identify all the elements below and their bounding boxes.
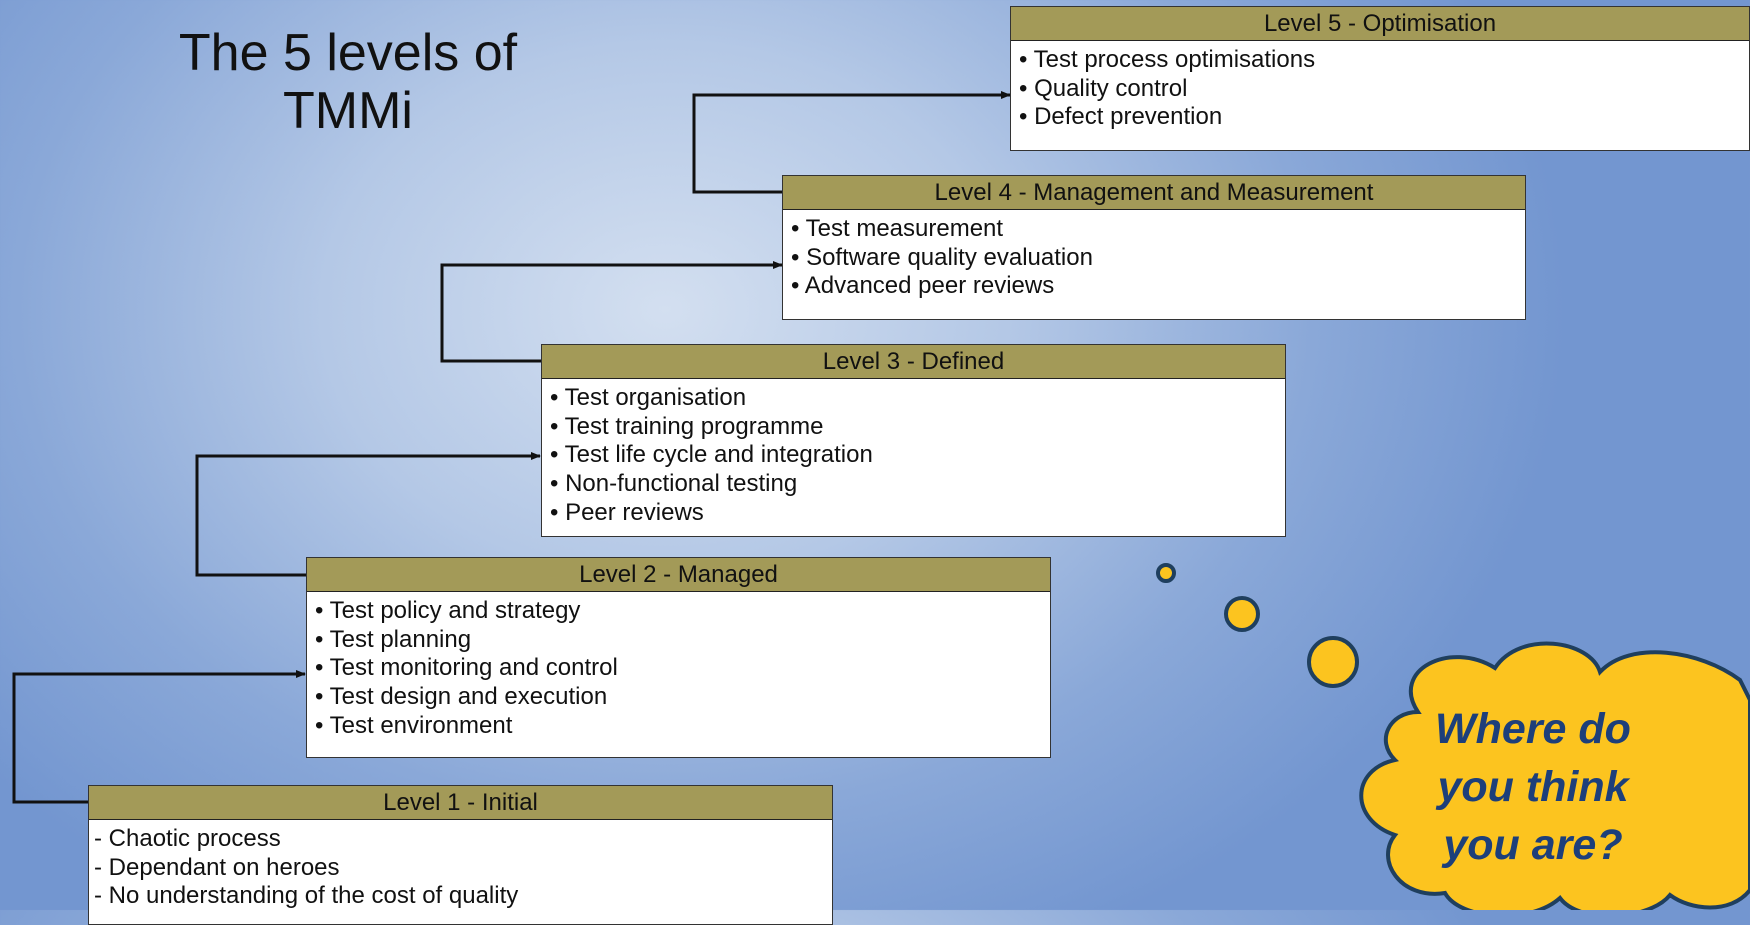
level-1-header: Level 1 - Initial	[89, 786, 832, 820]
list-item: • Advanced peer reviews	[791, 272, 1055, 300]
arrow-level3-to-level4	[440, 261, 783, 363]
arrow-level4-to-level5	[692, 91, 1011, 194]
callout-line-2: you think	[1437, 763, 1629, 811]
list-item: • Test design and execution	[315, 683, 608, 711]
list-item: • Test organisation	[550, 384, 747, 411]
list-item: • Test policy and strategy	[315, 597, 581, 624]
level-4-box: Level 4 - Management and Measurement • T…	[782, 175, 1526, 320]
level-2-header: Level 2 - Managed	[307, 558, 1050, 592]
level-2-box: Level 2 - Managed • Test policy and stra…	[306, 557, 1051, 758]
level-1-box: Level 1 - Initial - Chaotic process - De…	[88, 785, 833, 925]
level-3-header: Level 3 - Defined	[542, 345, 1285, 379]
level-5-box: Level 5 - Optimisation • Test process op…	[1010, 6, 1750, 151]
list-item: • Test life cycle and integration	[550, 441, 873, 469]
list-item: - Dependant on heroes	[94, 853, 340, 881]
arrow-level1-to-level2	[12, 670, 306, 804]
list-item: • Test environment	[315, 711, 513, 739]
list-item: • Test measurement	[791, 215, 1004, 242]
arrow-level2-to-level3	[195, 452, 541, 577]
list-item: • Peer reviews	[550, 498, 704, 526]
list-item: • Defect prevention	[1019, 103, 1223, 131]
list-item: • Test monitoring and control	[315, 654, 618, 682]
level-5-header: Level 5 - Optimisation	[1011, 7, 1749, 41]
callout-line-1: Where do	[1435, 705, 1631, 753]
thought-bubble-small	[1156, 563, 1176, 583]
level-4-header: Level 4 - Management and Measurement	[783, 176, 1525, 210]
callout-line-3: you are?	[1443, 821, 1623, 869]
title-line-1: The 5 levels of	[178, 24, 518, 82]
list-item: - No understanding of the cost of qualit…	[94, 882, 519, 910]
thought-bubble-large	[1307, 636, 1359, 688]
level-3-box: Level 3 - Defined • Test organisation • …	[541, 344, 1286, 537]
thought-callout-text: Where do you think you are?	[1398, 700, 1668, 874]
diagram-title: The 5 levels of TMMi	[118, 24, 578, 140]
list-item: • Non-functional testing	[550, 470, 798, 498]
list-item: • Test process optimisations	[1019, 46, 1316, 73]
title-line-2: TMMi	[283, 82, 413, 140]
thought-bubble-medium	[1224, 596, 1260, 632]
list-item: • Test planning	[315, 625, 472, 653]
list-item: - Chaotic process	[94, 825, 281, 852]
list-item: • Software quality evaluation	[791, 243, 1093, 271]
list-item: • Quality control	[1019, 74, 1188, 102]
list-item: • Test training programme	[550, 412, 824, 440]
